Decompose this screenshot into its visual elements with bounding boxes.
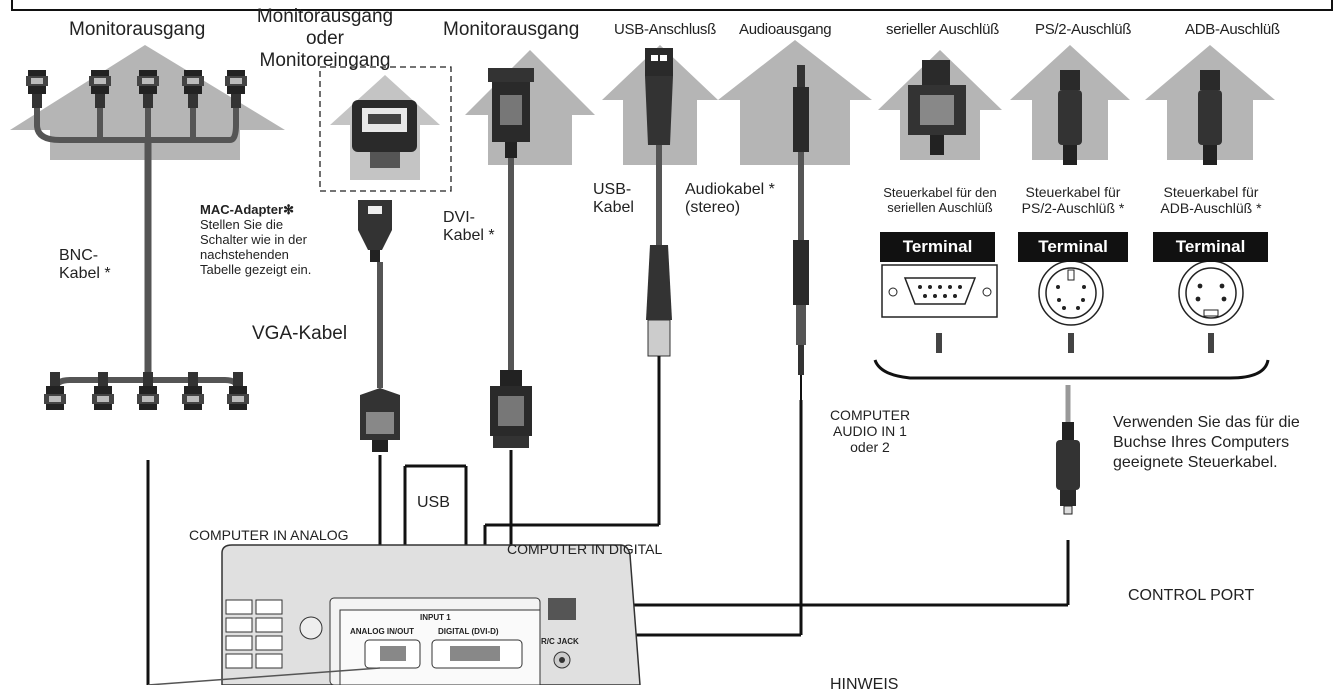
label-usb-cable: USB- Kabel (593, 181, 634, 218)
label-computer-in-analog: COMPUTER IN ANALOG (189, 527, 349, 543)
label-audio-cable: Audiokabel * (stereo) (685, 181, 775, 218)
label-computer-audio: COMPUTER AUDIO IN 1 oder 2 (820, 407, 920, 455)
direction-arrows (10, 40, 1275, 165)
label-input1: INPUT 1 (420, 613, 451, 622)
terminal-label-adb: Terminal (1153, 232, 1268, 262)
usb-cable-line1: USB- (593, 181, 632, 198)
computer-audio-line3: oder 2 (850, 439, 890, 456)
label-digital-dvi: DIGITAL (DVI-D) (438, 627, 499, 636)
ps2-cable-line1: Steuerkabel für (1025, 184, 1121, 200)
label-control-port: CONTROL PORT (1128, 587, 1255, 604)
computer-audio-line1: COMPUTER (829, 407, 911, 423)
label-serial-port: serieller Auschlüß (886, 21, 999, 38)
terminal-bracket (873, 359, 1270, 380)
label-mac-adapter: MAC-Adapter✻ (200, 202, 294, 217)
frame-line (11, 0, 1333, 11)
label-monitor-out-in-line1: Monitorausgang (256, 6, 394, 27)
usb-cable (485, 48, 673, 527)
label-dvi-cable: DVI- Kabel * (443, 209, 495, 246)
use-note-line1: Verwenden Sie das für die (1113, 414, 1300, 431)
terminal-label-serial: Terminal (880, 232, 995, 262)
label-hinweis: HINWEIS (830, 676, 899, 693)
label-usb-port: USB-Anschlusß (614, 21, 716, 38)
label-vga-cable: VGA-Kabel (252, 323, 348, 344)
audio-cable (793, 65, 809, 400)
label-adb-cable: Steuerkabel für ADB-Auschlüß * (1150, 184, 1272, 216)
label-use-note: Verwenden Sie das für die Buchse Ihres C… (1113, 413, 1300, 473)
label-monitor-out-in-line3: Monitoreingang (259, 49, 391, 71)
adapter-dashed-box (319, 66, 452, 192)
bnc-cable-line2: Kabel * (59, 265, 111, 283)
label-adb-port: ADB-Auschlüß (1185, 21, 1280, 38)
label-rc-jack: R/C JACK (541, 637, 579, 646)
label-monitor-out-1: Monitorausgang (69, 19, 206, 40)
projector-body (221, 544, 641, 685)
serial-cable-line1: Steuerkabel für den (883, 185, 997, 200)
vga-cable (358, 200, 400, 452)
serial-cable-line2: seriellen Auschlüß (887, 199, 993, 215)
serial-terminal-icon (881, 264, 998, 353)
dvi-cable-line1: DVI- (443, 209, 475, 226)
label-bnc-cable: BNC- Kabel * (59, 247, 111, 284)
audio-cable-line1: Audiokabel * (685, 181, 775, 198)
label-usb: USB (417, 494, 450, 511)
label-ps2-port: PS/2-Auschlüß (1035, 21, 1132, 38)
adb-cable-connector (1198, 70, 1222, 165)
mac-adapter-note: MAC-Adapter✻ Stellen Sie die Schalter wi… (200, 202, 325, 278)
label-monitor-out-2: Monitorausgang (443, 19, 580, 40)
label-monitor-out-in: Monitorausgang oder Monitoreingang (255, 6, 395, 72)
mac-adapter-icon (352, 100, 417, 168)
use-note-line3: geeignete Steuerkabel. (1113, 454, 1278, 471)
label-serial-cable: Steuerkabel für den seriellen Auschlüß (870, 185, 1010, 216)
ps2-terminal-icon (1038, 260, 1104, 353)
label-monitor-out-in-line2: oder (305, 27, 345, 49)
mac-note-line3: nachstehenden (200, 246, 289, 262)
ps2-cable-connector (1058, 70, 1082, 165)
adb-terminal-icon (1178, 260, 1244, 353)
ps2-cable-line2: PS/2-Auschlüß * (1021, 200, 1125, 217)
pointer-line (147, 667, 381, 685)
computer-audio-line2: AUDIO IN 1 (833, 423, 907, 440)
mac-note-line2: Schalter wie in der (200, 231, 307, 247)
dvi-cable (488, 68, 534, 448)
adb-cable-line1: Steuerkabel für (1163, 184, 1259, 200)
adb-cable-line2: ADB-Auschlüß * (1160, 200, 1262, 217)
mac-note-line4: Tabelle gezeigt ein. (200, 261, 312, 277)
dvi-cable-line2: Kabel * (443, 227, 495, 245)
usb-cable-line2: Kabel (593, 199, 634, 217)
label-computer-in-digital: COMPUTER IN DIGITAL (507, 541, 663, 557)
terminal-label-ps2: Terminal (1018, 232, 1128, 262)
label-analog-inout: ANALOG IN/OUT (350, 627, 414, 636)
audio-cable-line2: (stereo) (685, 199, 741, 217)
label-ps2-cable: Steuerkabel für PS/2-Auschlüß * (1012, 184, 1134, 216)
bnc-cable-line1: BNC- (59, 247, 99, 264)
use-note-line2: Buchse Ihres Computers (1113, 434, 1290, 451)
label-audio-out: Audioausgang (739, 21, 832, 38)
bnc-cable (26, 70, 249, 410)
serial-cable-connector (908, 60, 966, 155)
mac-note-line1: Stellen Sie die (200, 216, 284, 232)
